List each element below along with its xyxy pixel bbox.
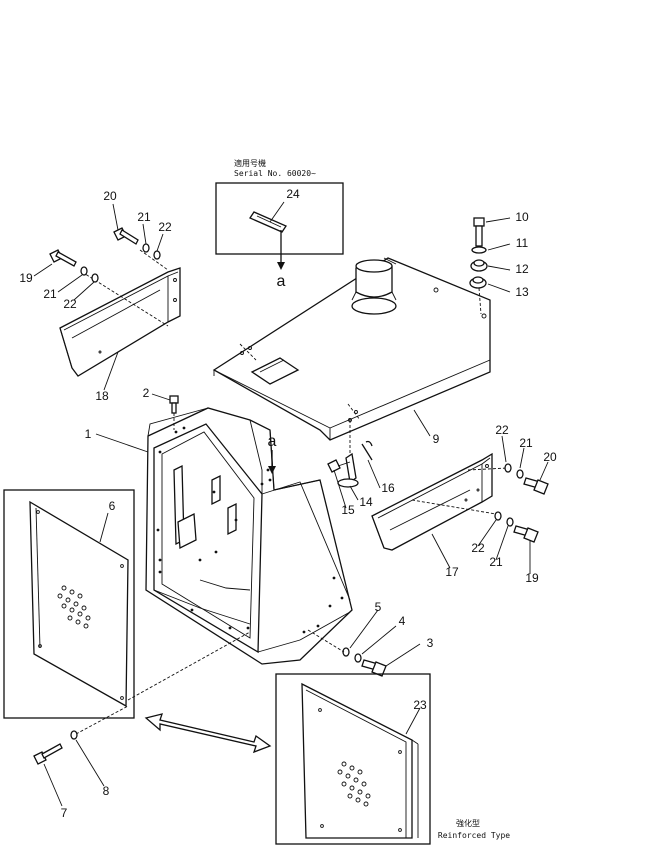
- callout-22-right: 22: [495, 423, 509, 437]
- callout-19-right: 19: [525, 571, 539, 585]
- callout-23: 23: [413, 698, 427, 712]
- callout-7: 7: [61, 806, 68, 820]
- view-label-a-inset: a: [277, 273, 286, 290]
- side-cover-17: [371, 452, 493, 551]
- filler-neck: [351, 257, 397, 315]
- washer-22-upper: [153, 250, 161, 260]
- bolt-15: [327, 459, 351, 473]
- side-cover-18: [59, 267, 181, 377]
- callout-8: 8: [103, 784, 110, 798]
- pin-16: [361, 440, 373, 461]
- interchange-arrow: [144, 713, 272, 754]
- washer-21-lower: [506, 517, 514, 527]
- callout-21-right: 21: [519, 436, 533, 450]
- callout-12: 12: [515, 262, 529, 276]
- callout-14: 14: [359, 495, 373, 509]
- callout-1: 1: [85, 427, 92, 441]
- reinforced-note-line2: Reinforced Type: [438, 831, 510, 840]
- callout-21-left: 21: [43, 287, 57, 301]
- callout-21-upper: 21: [137, 210, 151, 224]
- callout-22-left: 22: [63, 297, 77, 311]
- bolt-10: [473, 217, 485, 247]
- door-6: [29, 500, 129, 708]
- frame-1: [145, 407, 353, 665]
- cushion-13: [469, 276, 487, 289]
- callout-19-left: 19: [19, 271, 33, 285]
- callout-6: 6: [109, 499, 116, 513]
- washer-21-left: [80, 266, 88, 276]
- bolt-20-right: [523, 477, 549, 495]
- bolt-19-right: [513, 525, 539, 543]
- washer-5: [342, 647, 350, 657]
- door-23: [301, 682, 419, 839]
- bolt-19-left: [49, 249, 77, 267]
- cushion-12: [470, 259, 488, 272]
- bracket-24: [249, 211, 287, 233]
- washer-11: [471, 246, 487, 254]
- serial-note-line1: 適用号機: [234, 158, 266, 168]
- washer-22-lower: [494, 511, 502, 521]
- top-cover-9: [212, 257, 491, 441]
- bolt-3: [361, 659, 387, 677]
- view-label-a-frame: a: [268, 433, 277, 450]
- callout-15: 15: [341, 503, 355, 517]
- washer-21-right: [516, 469, 524, 479]
- callout-18: 18: [95, 389, 109, 403]
- vent-holes-door-23: [337, 761, 371, 807]
- vent-holes-door-6: [57, 585, 91, 629]
- washer-8: [70, 730, 78, 740]
- callout-9: 9: [433, 432, 440, 446]
- callout-22-lower: 22: [471, 541, 485, 555]
- callout-13: 13: [515, 285, 529, 299]
- serial-inset-frame: [215, 182, 344, 255]
- washer-22-left: [91, 273, 99, 283]
- callout-5: 5: [375, 600, 382, 614]
- washer-21-upper: [142, 243, 150, 253]
- reinforced-note-line1: 強化型: [456, 818, 480, 828]
- bolt-7: [33, 743, 63, 765]
- bolt-2: [169, 395, 179, 414]
- reinforced-inset-frame: [275, 673, 431, 845]
- callout-10: 10: [515, 210, 529, 224]
- callout-17: 17: [445, 565, 459, 579]
- callout-20-upper: 20: [103, 189, 117, 203]
- callout-3: 3: [427, 636, 434, 650]
- callout-16: 16: [381, 481, 395, 495]
- bolt-20-left: [113, 227, 139, 245]
- callout-2: 2: [143, 386, 150, 400]
- callout-21-lower: 21: [489, 555, 503, 569]
- washer-4: [354, 653, 362, 663]
- callout-4: 4: [399, 614, 406, 628]
- latch-14: [337, 452, 359, 488]
- callout-22-upper: 22: [158, 220, 172, 234]
- leader-lines: [33, 203, 549, 807]
- door-inset-frame: [3, 489, 135, 719]
- callout-20-right: 20: [543, 450, 557, 464]
- washer-22-right: [504, 463, 512, 473]
- serial-note-line2: Serial No. 60020~: [234, 169, 316, 178]
- callout-24: 24: [286, 187, 300, 201]
- callout-11: 11: [516, 236, 529, 250]
